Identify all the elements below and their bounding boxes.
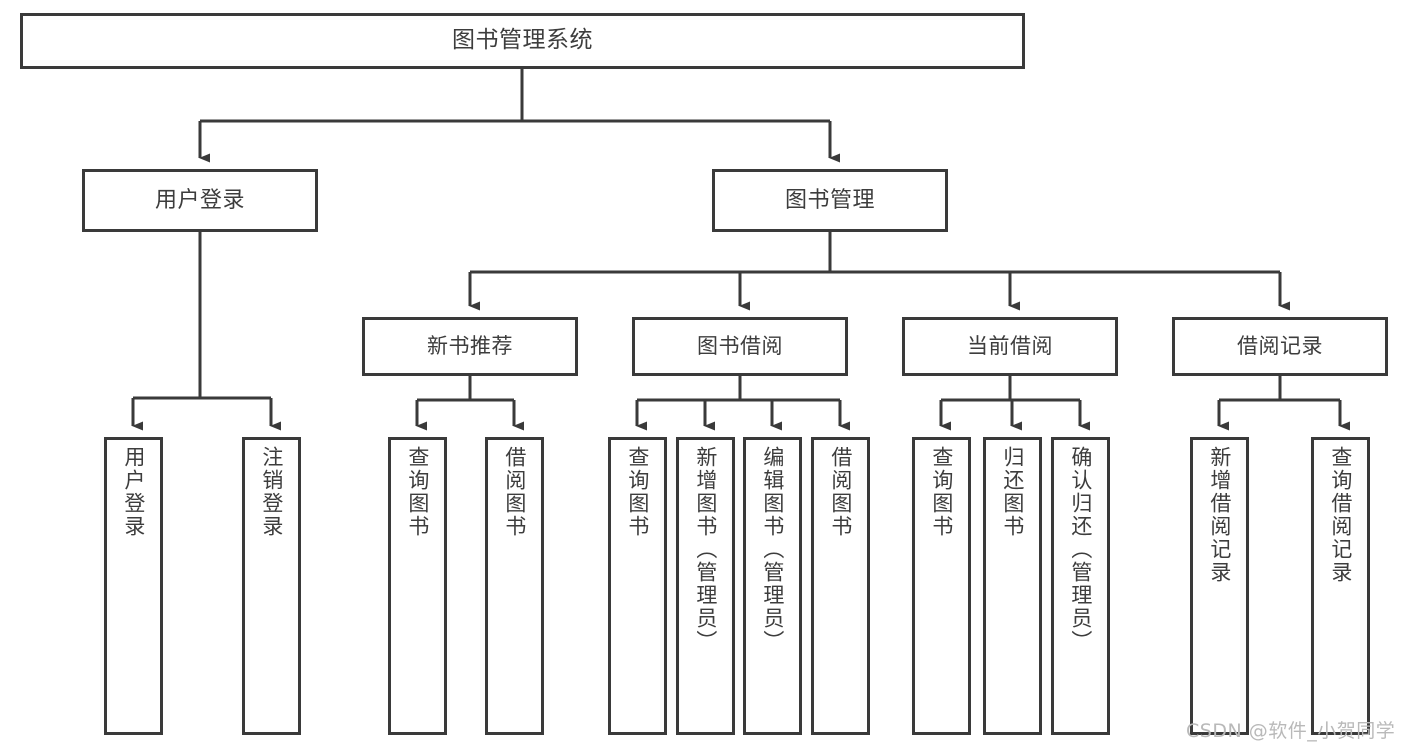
leaf-borrow-books[interactable]: 借阅图书: [811, 437, 870, 735]
node-root[interactable]: 图书管理系统: [20, 13, 1025, 69]
leaf-edit-book-admin[interactable]: 编辑图书（管理员）: [743, 437, 802, 735]
leaf-query-books-borrow-label: 查询图书: [625, 446, 650, 538]
node-borrow-record[interactable]: 借阅记录: [1172, 317, 1388, 376]
leaf-add-borrow-record-label: 新增借阅记录: [1207, 446, 1232, 584]
node-current-borrow[interactable]: 当前借阅: [902, 317, 1118, 376]
leaf-logout-label: 注销登录: [259, 446, 284, 538]
leaf-borrow-books-label: 借阅图书: [828, 446, 853, 538]
leaf-return-books-label: 归还图书: [1000, 446, 1025, 538]
leaf-return-books[interactable]: 归还图书: [983, 437, 1042, 735]
leaf-borrow-books-recommend-label: 借阅图书: [502, 446, 527, 538]
leaf-edit-book-admin-label: 编辑图书（管理员）: [760, 446, 785, 653]
leaf-query-books-current-label: 查询图书: [929, 446, 954, 538]
node-root-label: 图书管理系统: [452, 27, 593, 54]
leaf-add-book-admin-label: 新增图书（管理员）: [693, 446, 718, 653]
node-book-management-label: 图书管理: [784, 187, 875, 213]
leaf-query-borrow-record[interactable]: 查询借阅记录: [1311, 437, 1370, 735]
leaf-query-books-borrow[interactable]: 查询图书: [608, 437, 667, 735]
node-book-borrow-label: 图书借阅: [697, 334, 783, 359]
leaf-logout[interactable]: 注销登录: [242, 437, 301, 735]
leaf-query-books-recommend-label: 查询图书: [405, 446, 430, 538]
leaf-query-books-current[interactable]: 查询图书: [912, 437, 971, 735]
leaf-add-book-admin[interactable]: 新增图书（管理员）: [676, 437, 735, 735]
node-new-book-recommend[interactable]: 新书推荐: [362, 317, 578, 376]
leaf-user-login[interactable]: 用户登录: [104, 437, 163, 735]
node-user-login[interactable]: 用户登录: [82, 169, 318, 232]
node-current-borrow-label: 当前借阅: [967, 334, 1053, 359]
node-book-borrow[interactable]: 图书借阅: [632, 317, 848, 376]
leaf-borrow-books-recommend[interactable]: 借阅图书: [485, 437, 544, 735]
leaf-user-login-label: 用户登录: [121, 446, 146, 538]
leaf-confirm-return-admin[interactable]: 确认归还（管理员）: [1051, 437, 1110, 735]
node-user-login-label: 用户登录: [154, 187, 245, 213]
leaf-query-borrow-record-label: 查询借阅记录: [1328, 446, 1353, 584]
leaf-query-books-recommend[interactable]: 查询图书: [388, 437, 447, 735]
node-new-book-recommend-label: 新书推荐: [427, 334, 513, 359]
node-book-management[interactable]: 图书管理: [712, 169, 948, 232]
leaf-add-borrow-record[interactable]: 新增借阅记录: [1190, 437, 1249, 735]
node-borrow-record-label: 借阅记录: [1237, 334, 1323, 359]
leaf-confirm-return-admin-label: 确认归还（管理员）: [1068, 446, 1093, 653]
